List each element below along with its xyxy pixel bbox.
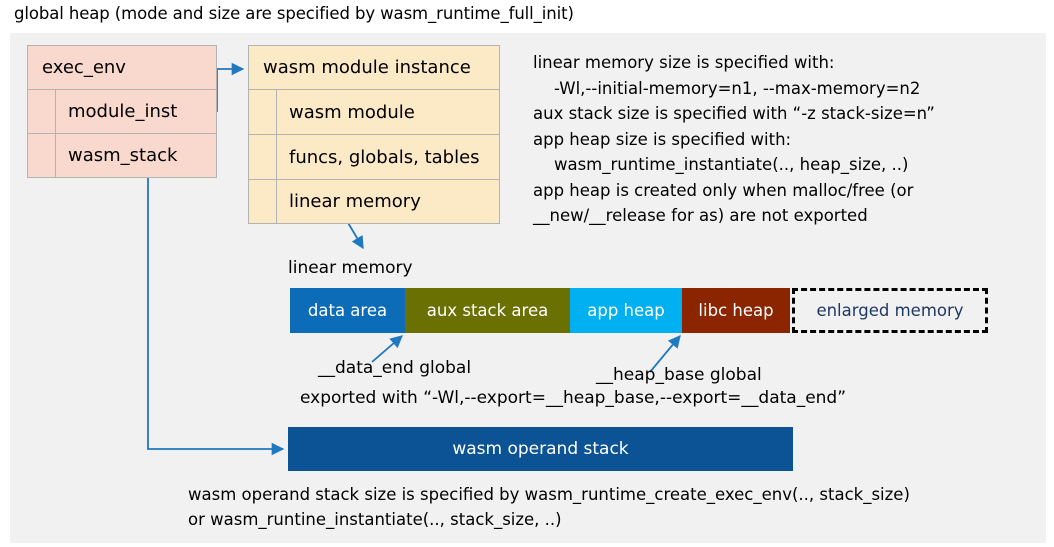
wasm-module-instance-box: wasm module instance wasm module funcs, … <box>248 45 500 224</box>
operand-stack-note: wasm operand stack size is specified by … <box>188 485 910 529</box>
wasm-instance-row-label: linear memory <box>289 191 421 212</box>
linear-memory-bar-label: linear memory <box>288 258 413 278</box>
memory-segment-enlarged-memory: enlarged memory <box>792 288 988 333</box>
data-end-annotation: __data_end global <box>318 358 472 378</box>
exec-env-row-wasm-stack: wasm_stack <box>28 134 216 177</box>
exec-env-box: exec_env module_inst wasm_stack <box>27 45 217 178</box>
memory-segment-aux-stack-area: aux stack area <box>405 288 570 333</box>
indent-spacer <box>249 180 277 223</box>
indent-spacer <box>249 135 277 179</box>
memory-segment-data-area: data area <box>290 288 405 333</box>
exec-env-header: exec_env <box>28 46 216 90</box>
exec-env-row-label: module_inst <box>68 101 178 122</box>
exported-with-annotation: exported with “-Wl,--export=__heap_base,… <box>300 388 847 408</box>
heap-base-annotation: __heap_base global <box>596 365 762 385</box>
wasm-instance-row-linear-memory: linear memory <box>249 180 499 223</box>
wasm-instance-row-label: wasm module <box>289 101 415 123</box>
indent-spacer <box>28 134 56 177</box>
exec-env-row-label: wasm_stack <box>68 145 178 166</box>
wasm-operand-stack-bar: wasm operand stack <box>288 427 793 471</box>
exec-env-row-module-inst: module_inst <box>28 90 216 134</box>
wasm-instance-row-label: funcs, globals, tables <box>289 146 480 168</box>
memory-segment-app-heap: app heap <box>570 288 682 333</box>
linear-memory-note: linear memory size is specified with: -W… <box>533 53 935 225</box>
indent-spacer <box>249 90 277 134</box>
page-title: global heap (mode and size are specified… <box>14 4 574 23</box>
wasm-instance-row-wasm-module: wasm module <box>249 90 499 135</box>
wasm-instance-header: wasm module instance <box>249 46 499 90</box>
memory-segment-libc-heap: libc heap <box>682 288 790 333</box>
wasm-instance-row-funcs-globals-tables: funcs, globals, tables <box>249 135 499 180</box>
indent-spacer <box>28 90 56 133</box>
